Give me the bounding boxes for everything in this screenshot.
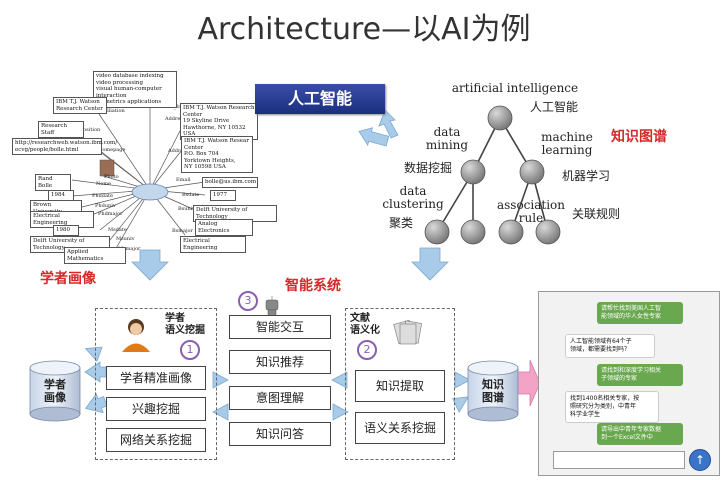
tree-node-dm-en: data mining [425, 125, 469, 152]
tree-node-ai-en: artificial intelligence [451, 81, 579, 95]
tree-node-ml-en: machine learning [541, 130, 593, 157]
chat-message: 人工智能领域有64个子 领域，都需要找到吗？ [565, 334, 655, 358]
profile-box-address-2: IBM T.J. Watson Resear Center P.O. Box 7… [181, 136, 253, 173]
tree-nodes [424, 105, 561, 245]
profile-edge-label: Homepage [98, 147, 125, 153]
doc-module-header: 文献 语义化 [350, 313, 380, 336]
scholar-profile-label: 学者画像 [40, 271, 96, 287]
profile-edge-label: Msdate [108, 227, 127, 233]
document-icon [393, 319, 422, 345]
profile-box-address-1: IBM T.J. Watson Research Center 19 Skyli… [180, 103, 258, 140]
scholar-db-label: 学者 画像 [44, 378, 66, 404]
tree-node-ai-zh: 人工智能 [530, 100, 579, 114]
chat-input[interactable] [553, 451, 685, 469]
profile-box-bsdate: 1977 [210, 190, 236, 201]
knowledge-graph-label: 知识图谱 [611, 129, 667, 145]
scholar-item-interest: 兴趣挖掘 [106, 397, 206, 421]
tree-node-ml-zh: 机器学习 [562, 169, 611, 183]
profile-edge-label: Bsmajor [172, 228, 194, 234]
profile-box-position: Research Staff [38, 121, 84, 138]
profile-box-msmajor: Applied Mathematics [64, 247, 126, 264]
scholar-person-icon [122, 319, 150, 352]
kg-db-label: 知识 图谱 [482, 378, 504, 404]
doc-module [345, 308, 455, 460]
profile-edge-label: Address [164, 116, 186, 122]
profile-edge-label: Msmajor [118, 246, 141, 252]
robot-icon [265, 296, 279, 317]
profile-edge-label: Bsdate [182, 192, 199, 198]
chat-panel: 请帮忙找到美国人工智 能领域的华人女性专家 人工智能领域有64个子 领域，都需要… [538, 291, 720, 476]
chat-message: 找到1400名相关专家，按 照研究分为类别，中青年 科学业学生 [565, 391, 659, 423]
tree-node-cl-en: data clustering [382, 184, 444, 211]
profile-box-name: Rand Bolle [35, 174, 71, 191]
tree-node-ar-en: association rule [496, 198, 566, 225]
profile-edge-label: Address [167, 148, 189, 154]
chat-message: 请导出中青年专家数据 到一个Excel文件中 [597, 423, 683, 445]
intelligent-system-label: 智能系统 [285, 278, 341, 294]
profile-box-bsmajor: Analog Electronics [195, 219, 253, 236]
profile-box-interest: video database indexing video processing… [93, 71, 177, 108]
profile-edge-label: Name [96, 181, 111, 187]
kg-db-shape [467, 360, 519, 422]
page-title: Architecture—以AI为例 [197, 12, 531, 47]
profile-box-msdate: 1980 [53, 225, 79, 236]
doc-item-relation: 语义关系挖掘 [355, 412, 445, 444]
profile-edge-label: Msuniv [116, 236, 135, 242]
profile-edge-label: Position [80, 127, 101, 133]
profile-edge-label: Phduniv [95, 203, 116, 209]
scholar-module [95, 308, 217, 460]
profile-center-node [131, 183, 169, 201]
profile-edge-label: Phdmajor [98, 211, 123, 217]
pink-arrow [516, 359, 541, 407]
chat-message: 请帮忙找到美国人工智 能领域的华人女性专家 [597, 302, 683, 324]
profile-box-affiliation: IBM T.J. Watson Research Center [53, 97, 107, 114]
doc-item-extract: 知识提取 [355, 370, 445, 402]
profile-box-email: bolle@us.ibm.com [202, 177, 258, 188]
tree-node-ar-zh: 关联规则 [572, 207, 621, 221]
system-item-interaction: 智能交互 [229, 315, 331, 339]
scholar-module-number: 1 [180, 340, 200, 360]
tree-node-dm-zh: 数据挖掘 [404, 161, 453, 175]
tree-node-cl-zh: 聚类 [389, 216, 414, 230]
ai-banner: 人工智能 [255, 84, 385, 114]
system-item-intent: 意图理解 [229, 386, 331, 410]
scholar-module-header: 学者 语义挖掘 [165, 313, 205, 336]
profile-edge-label: Bsuniv [178, 206, 195, 212]
profile-box-major-ee: Electrical Engineering [180, 236, 246, 253]
system-module-number: 3 [238, 291, 258, 311]
doc-module-number: 2 [357, 340, 377, 360]
chat-message: 请找到和深度学习相关 子领域的专家 [597, 364, 683, 386]
profile-photo [99, 159, 115, 177]
system-item-qa: 知识问答 [229, 422, 331, 446]
profile-edge-label: Photo [104, 174, 119, 180]
scholar-db-shape [29, 360, 81, 422]
profile-box-phddate: 1984 [48, 190, 74, 201]
profile-edge-label: Affiliation [99, 108, 125, 114]
profile-edge-label: Phddate [92, 193, 113, 199]
scholar-item-profile: 学者精准画像 [106, 366, 206, 390]
scholar-item-network: 网络关系挖掘 [106, 428, 206, 452]
send-icon[interactable]: ↑ [689, 449, 711, 471]
profile-box-homepage: http://researchweb.watson.ibm.com/ ecvg/… [12, 138, 117, 155]
profile-edge-label: Email [176, 177, 191, 183]
system-item-recommend: 知识推荐 [229, 350, 331, 374]
